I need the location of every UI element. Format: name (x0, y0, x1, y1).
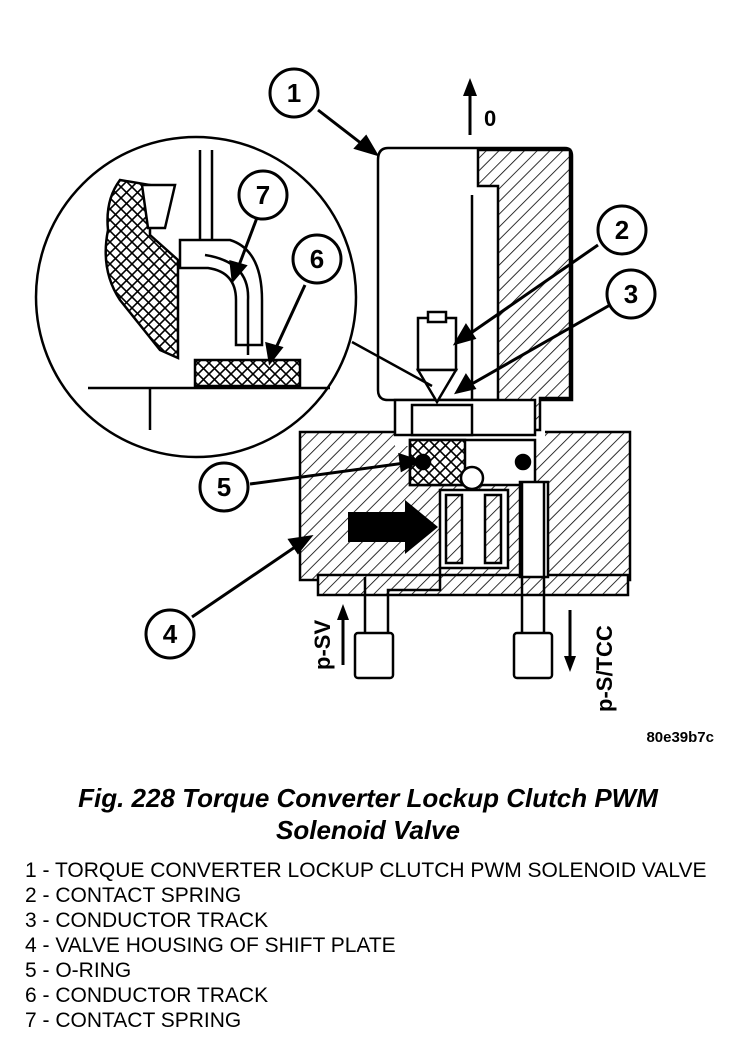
solenoid-body (376, 146, 574, 437)
svg-text:6: 6 (310, 244, 324, 274)
svg-text:1: 1 (287, 78, 301, 108)
svg-text:5: 5 (217, 472, 231, 502)
legend-item-2: 2 - CONTACT SPRING (25, 884, 242, 907)
figure-id: 80e39b7c (646, 729, 714, 746)
callout-1: 1 (268, 67, 320, 119)
legend-list: 1 - TORQUE CONVERTER LOCKUP CLUTCH PWM S… (25, 858, 725, 1033)
callout-5: 5 (198, 461, 250, 513)
figure-caption: Fig. 228 Torque Converter Lockup Clutch … (0, 782, 736, 846)
callout-6: 6 (291, 233, 343, 285)
vent-arrow (463, 78, 477, 135)
output-arrow (564, 610, 576, 672)
supply-label: p-SV (310, 620, 335, 670)
svg-text:2: 2 (615, 215, 629, 245)
svg-text:3: 3 (624, 279, 638, 309)
valve-housing (298, 430, 632, 662)
legend-item-5: 5 - O-RING (25, 959, 132, 982)
supply-arrow (337, 604, 349, 665)
vent-label: 0 (484, 106, 496, 131)
legend-item-7: 7 - CONTACT SPRING (25, 1009, 242, 1032)
legend-item-1: 1 - TORQUE CONVERTER LOCKUP CLUTCH PWM S… (25, 859, 707, 882)
supply-fitting (353, 631, 395, 680)
detail-magnifier (34, 135, 433, 459)
caption-line-2: Solenoid Valve (276, 815, 460, 845)
leader-lines (191, 108, 611, 619)
solenoid-valve-diagram: 0 p-SV p-S/TCC 1 2 3 (34, 67, 657, 712)
svg-text:7: 7 (256, 180, 270, 210)
output-label: p-S/TCC (592, 625, 617, 712)
callout-7: 7 (237, 169, 289, 221)
callout-2: 2 (596, 204, 648, 256)
output-fitting (512, 482, 554, 680)
legend-item-6: 6 - CONDUCTOR TRACK (25, 984, 269, 1007)
caption-line-1: Fig. 228 Torque Converter Lockup Clutch … (78, 783, 658, 813)
legend-item-4: 4 - VALVE HOUSING OF SHIFT PLATE (25, 934, 396, 957)
flow-arrow (348, 500, 438, 554)
svg-text:4: 4 (163, 619, 178, 649)
callout-3: 3 (605, 268, 657, 320)
callout-4: 4 (144, 608, 196, 660)
legend-item-3: 3 - CONDUCTOR TRACK (25, 909, 269, 932)
